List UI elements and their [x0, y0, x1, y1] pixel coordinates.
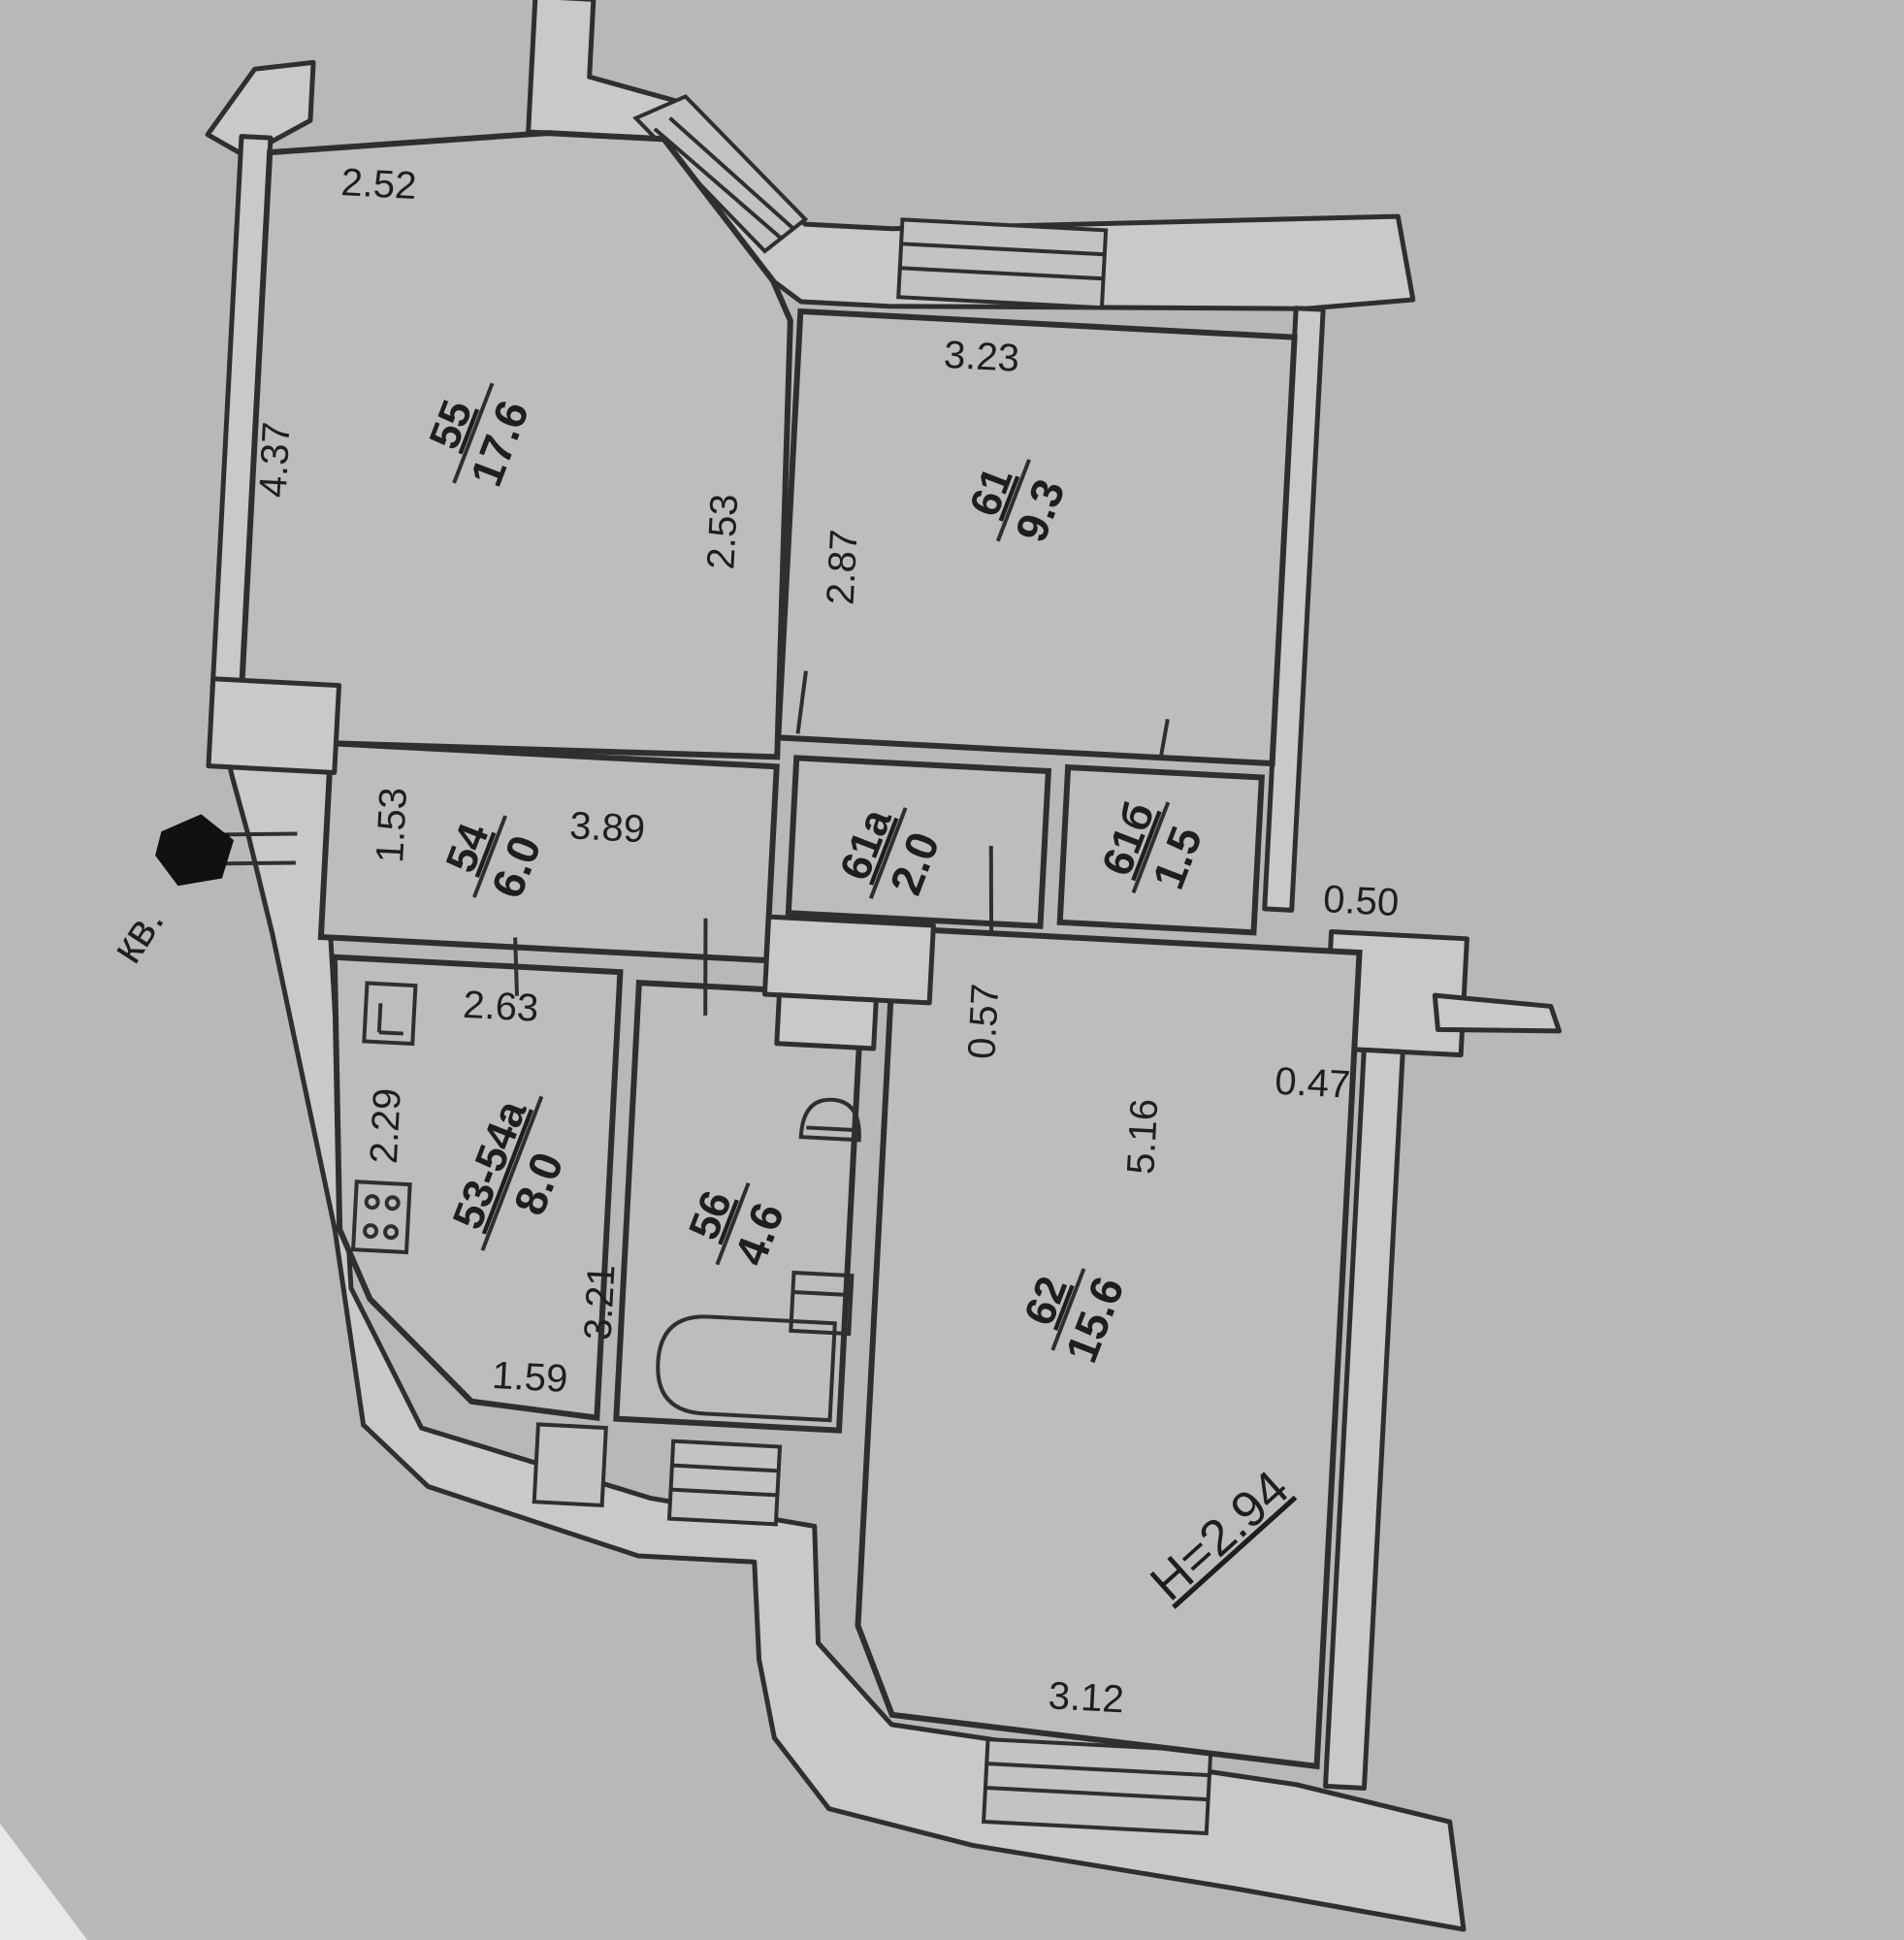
paper-corner — [0, 1824, 87, 1940]
dim-3-12: 3.12 — [1048, 1674, 1125, 1721]
redaction-blot — [155, 814, 234, 887]
label-room-53: 53-54а 8.0 — [444, 1094, 573, 1251]
dim-2-63: 2.63 — [462, 984, 539, 1030]
fixtures — [217, 670, 1170, 1423]
dim-4-37: 4.37 — [252, 421, 299, 499]
sink-icon — [789, 1270, 855, 1337]
dim-5-16: 5.16 — [1119, 1098, 1166, 1176]
cabinet-icon — [362, 981, 418, 1047]
dim-3-23: 3.23 — [943, 334, 1020, 380]
room-62 — [855, 924, 1363, 1770]
shaft-block-2 — [774, 992, 879, 1051]
window-openings — [532, 94, 1213, 1836]
dim-3-89: 3.89 — [568, 804, 646, 851]
toilet-icon — [798, 1097, 861, 1143]
room-53 — [331, 954, 624, 1421]
dim-0-47: 0.47 — [1274, 1060, 1351, 1107]
rooms — [206, 130, 1363, 1770]
dim-2-52: 2.52 — [339, 161, 417, 208]
dim-3-21: 3.21 — [577, 1264, 624, 1342]
room-61b — [1056, 763, 1265, 936]
dim-0-57: 0.57 — [960, 983, 1007, 1060]
dim-1-59: 1.59 — [491, 1354, 568, 1401]
stove-icon — [350, 1180, 412, 1255]
bathtub-icon — [656, 1314, 837, 1423]
dim-2-53: 2.53 — [699, 493, 746, 570]
dimension-labels: 2.52 4.37 2.53 3.23 2.87 1.53 3.89 0.50 … — [252, 161, 1401, 1721]
room-54 — [317, 740, 780, 964]
dim-1-53: 1.53 — [369, 787, 415, 864]
dim-2-29: 2.29 — [363, 1087, 409, 1165]
room-61 — [775, 307, 1298, 767]
dim-0-50: 0.50 — [1322, 878, 1400, 924]
dim-2-87: 2.87 — [820, 529, 866, 606]
entry-column — [206, 676, 341, 775]
room-61a — [785, 755, 1052, 929]
shaft-block — [761, 914, 936, 1006]
